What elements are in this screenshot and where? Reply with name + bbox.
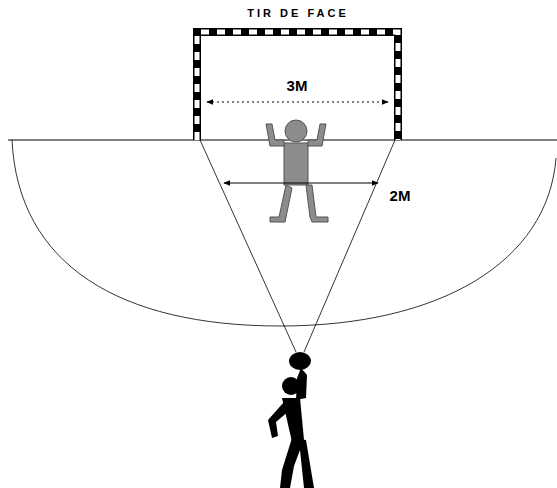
diagram-title: TIR DE FACE (245, 7, 350, 19)
dimension-label: 3M (285, 78, 310, 95)
goalkeeper-figure (266, 120, 328, 222)
goal-area-arc (12, 140, 556, 326)
goalkeeper-reach-dimension (224, 183, 378, 184)
shooter-figure (268, 352, 314, 488)
shot-angle-line (304, 140, 395, 352)
goal-width-dimension (207, 102, 388, 103)
shot-angle-line (200, 140, 296, 352)
dimension-label: 2M (388, 188, 413, 205)
